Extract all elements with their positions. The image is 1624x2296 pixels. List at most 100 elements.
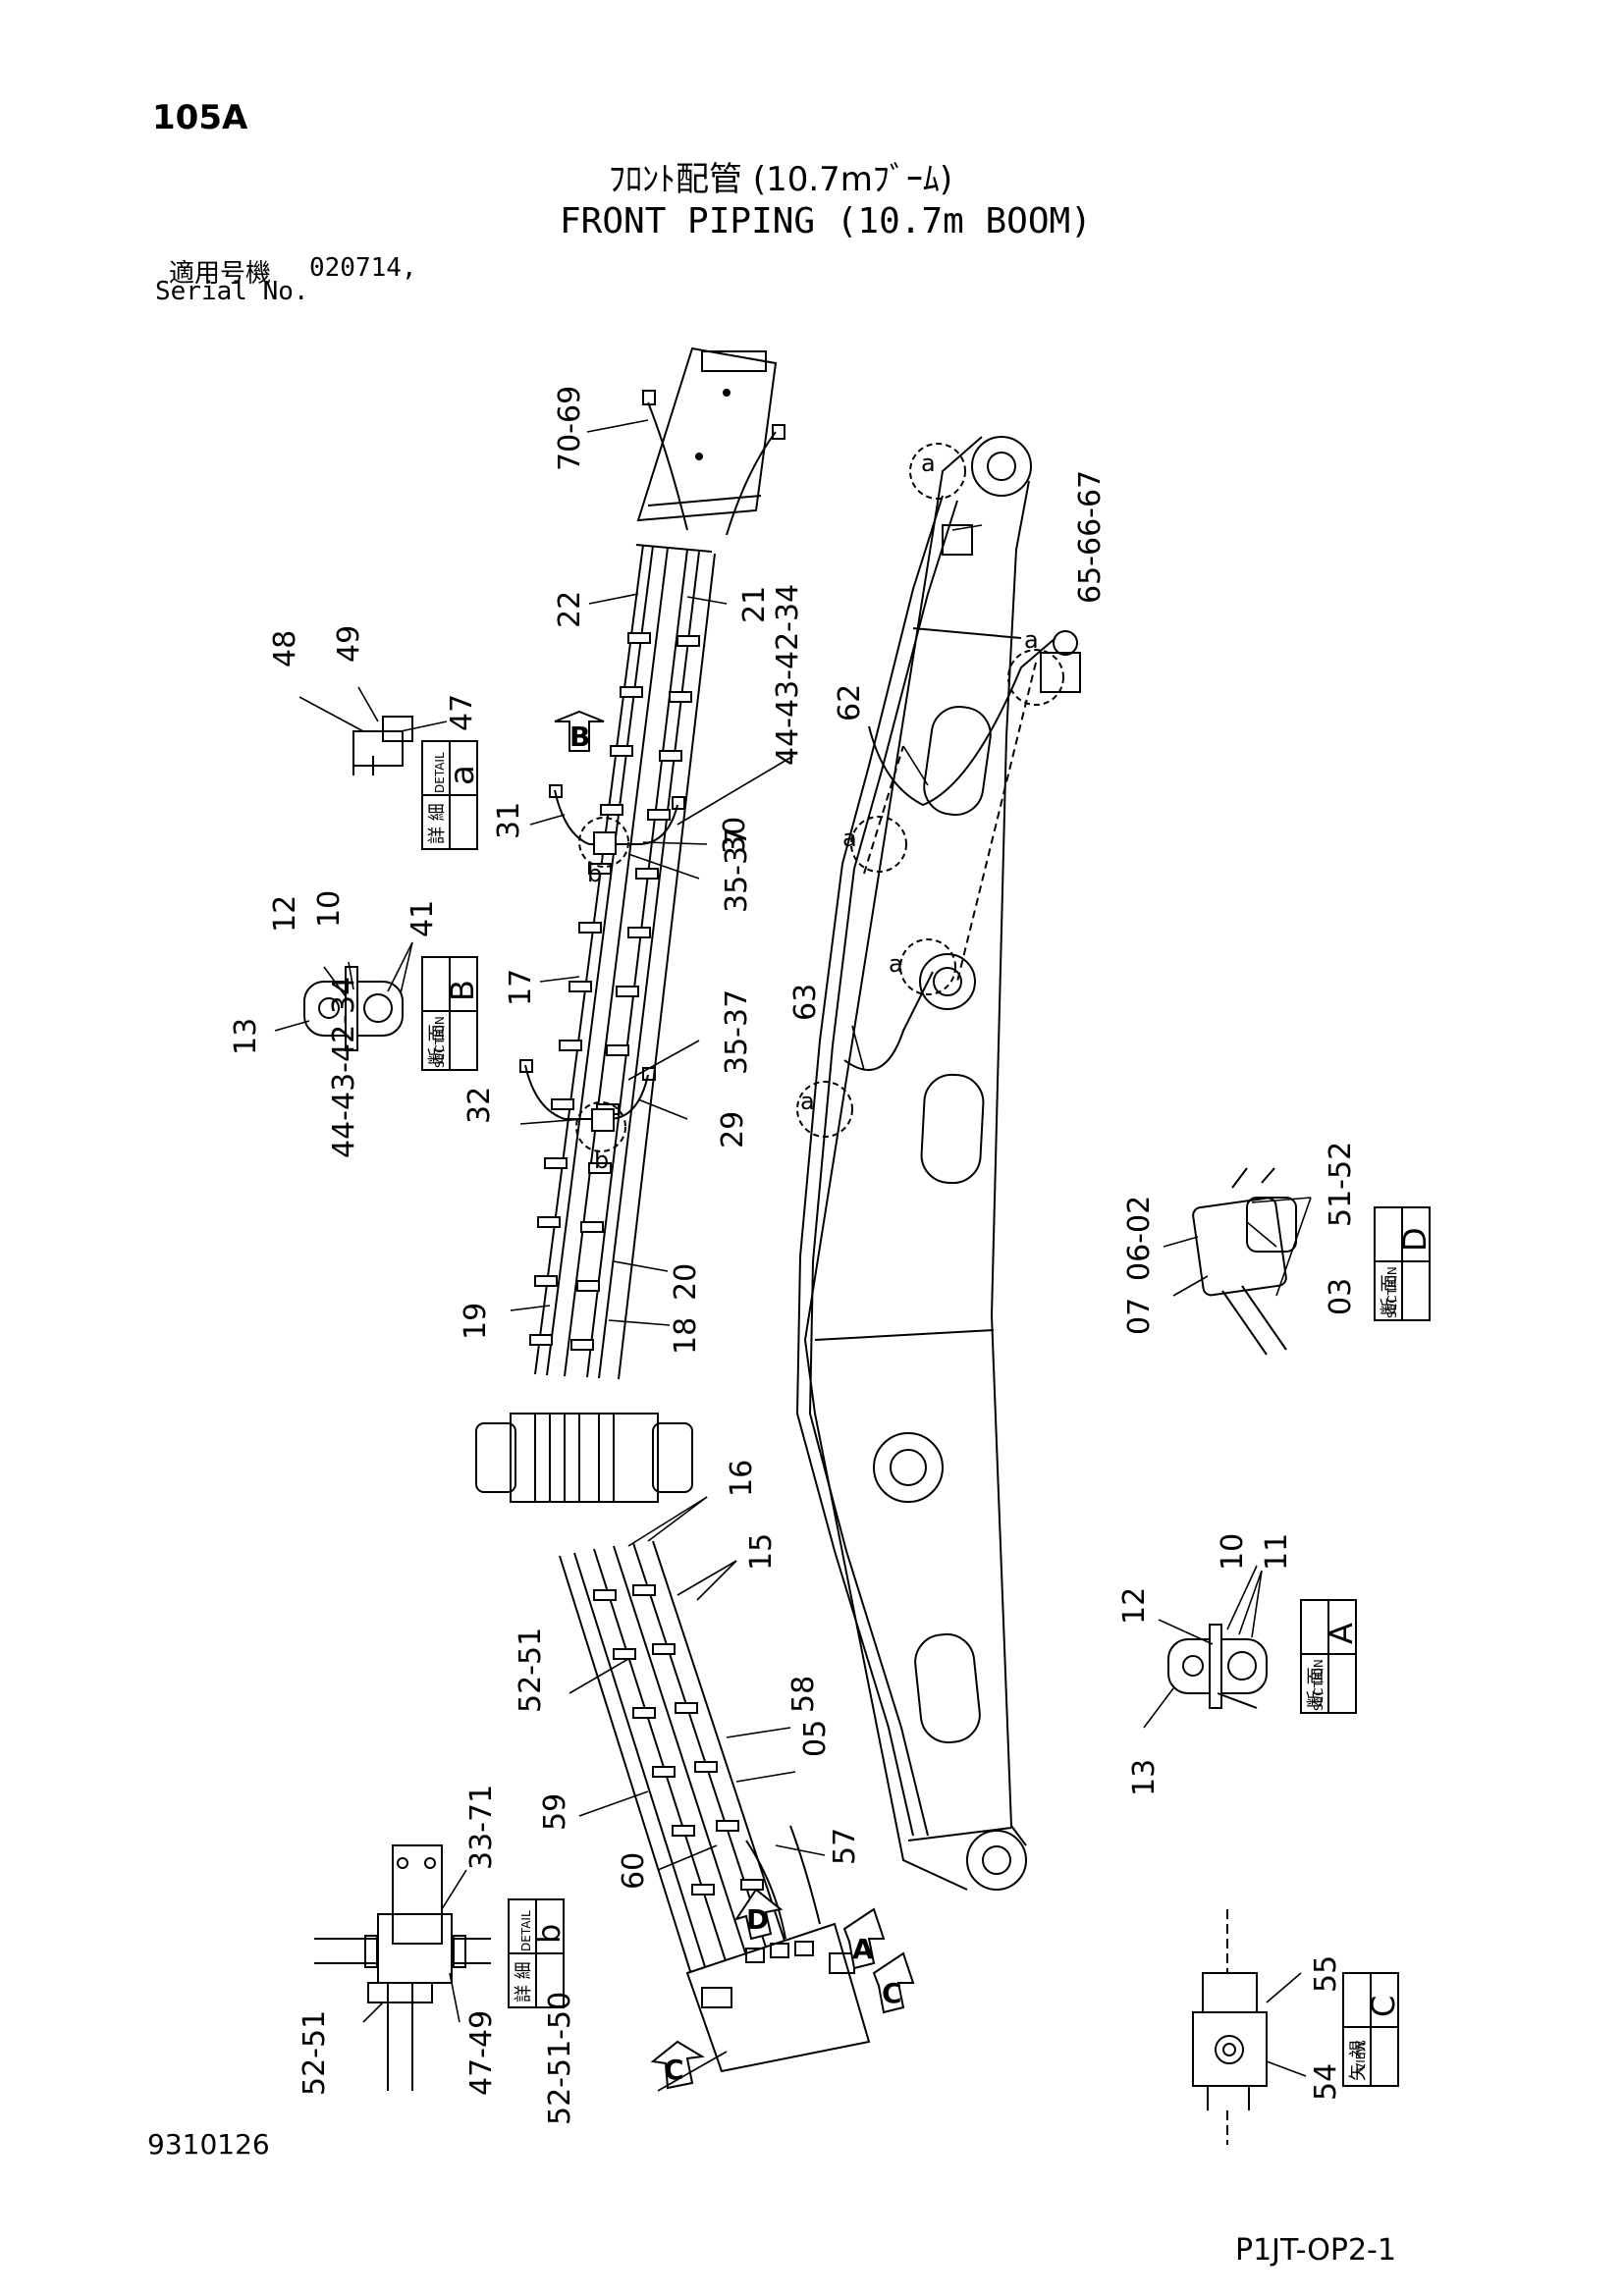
- callout-58: 58: [786, 1676, 821, 1713]
- svg-text:DETAIL: DETAIL: [433, 752, 447, 793]
- callout-57: 57: [828, 1828, 862, 1865]
- view-c-label: 矢 視 VIEW C: [1348, 1996, 1402, 2081]
- detail-b-label: 詳 細 DETAIL b: [514, 1910, 568, 2002]
- callout-54: 54: [1309, 2063, 1343, 2101]
- svg-text:A: A: [1323, 1623, 1360, 1644]
- boom-circle-markers: [796, 443, 1064, 1138]
- arrow-label-c2: C: [664, 2054, 684, 2086]
- section-d-label: 断 面 SECTION D: [1380, 1227, 1434, 1318]
- callout-13: 13: [229, 1018, 263, 1055]
- svg-text:D: D: [1396, 1227, 1434, 1252]
- callout-48: 48: [268, 630, 302, 667]
- section-d-inset: [1192, 1167, 1297, 1356]
- callout-60: 60: [617, 1852, 651, 1890]
- circle-marker-a4: a: [889, 950, 903, 978]
- callout-20: 20: [669, 1263, 703, 1301]
- callout-59: 59: [538, 1793, 572, 1831]
- callout-52-51-upper: 52-51: [514, 1628, 548, 1713]
- page-code: P1JT-OP2-1: [1235, 2233, 1396, 2268]
- lower-branch-tee: [519, 1059, 656, 1152]
- callout-16: 16: [725, 1460, 759, 1497]
- callout-44-43-42-34: 44-43-42-34: [771, 584, 805, 766]
- svg-text:詳 細: 詳 細: [514, 1961, 534, 2002]
- callout-63: 63: [788, 984, 823, 1021]
- callout-33-71: 33-71: [464, 1785, 499, 1870]
- callout-11: 11: [1260, 1533, 1294, 1571]
- callout-17: 17: [504, 969, 538, 1006]
- callout-labels: 70-69 22 21 48 49 47 44-43-42-34 31 30 3…: [229, 386, 1358, 2125]
- callout-03: 03: [1324, 1278, 1358, 1315]
- arrow-label-d: D: [746, 1903, 769, 1936]
- callout-07: 07: [1122, 1298, 1157, 1335]
- title-english: FRONT PIPING (10.7m BOOM): [560, 201, 1092, 241]
- svg-text:DETAIL: DETAIL: [519, 1910, 533, 1951]
- svg-text:矢 視: 矢 視: [1348, 2040, 1369, 2081]
- callout-31: 31: [492, 802, 526, 839]
- circle-marker-a1: a: [921, 450, 936, 477]
- circle-marker-b1: b: [587, 860, 602, 887]
- callout-62: 62: [833, 684, 867, 721]
- arrow-label-c1: C: [882, 1977, 902, 2009]
- callout-10: 10: [312, 890, 347, 928]
- svg-text:SECTION: SECTION: [433, 1016, 447, 1068]
- section-b-inset: [303, 966, 404, 1051]
- callout-18: 18: [669, 1317, 703, 1355]
- circle-marker-a5: a: [800, 1088, 815, 1115]
- callout-15: 15: [744, 1533, 779, 1571]
- svg-text:断 面: 断 面: [1306, 1667, 1326, 1708]
- callout-29: 29: [716, 1111, 750, 1148]
- title-japanese: ﾌﾛﾝﾄ配管 (10.7mﾌﾞｰﾑ): [609, 160, 953, 199]
- detail-a-label: 詳 細 DETAIL a: [427, 752, 482, 844]
- callout-52-51-50: 52-51-50: [543, 1992, 577, 2125]
- callout-55: 55: [1309, 1955, 1343, 1993]
- serial-label-english: Serial No.: [155, 277, 309, 306]
- callout-06-02: 06-02: [1122, 1196, 1157, 1281]
- svg-text:B: B: [444, 980, 481, 1001]
- callout-12: 12: [268, 895, 302, 933]
- callout-22: 22: [553, 591, 587, 628]
- callout-32: 32: [462, 1087, 497, 1124]
- svg-text:a: a: [443, 765, 482, 785]
- callout-30: 30: [718, 817, 752, 854]
- upper-pipe-clamps: [529, 632, 700, 1351]
- view-arrows: [554, 710, 915, 2090]
- svg-text:VIEW: VIEW: [1354, 2041, 1368, 2071]
- svg-text:詳 細: 詳 細: [427, 803, 448, 844]
- detail-a-inset: [352, 716, 413, 775]
- callout-21: 21: [737, 586, 772, 623]
- lower-pipe-clamps: [593, 1584, 764, 1896]
- callout-41: 41: [406, 900, 440, 937]
- detail-b-inset: [314, 1844, 491, 2091]
- callout-47: 47: [445, 694, 479, 731]
- circle-marker-a3: a: [842, 825, 857, 852]
- callout-12-section-a: 12: [1117, 1587, 1152, 1625]
- svg-text:SECTION: SECTION: [1312, 1659, 1326, 1711]
- section-a-inset: [1167, 1624, 1268, 1709]
- page-number: 105A: [152, 98, 248, 137]
- boom-foot-pin: [475, 1413, 693, 1503]
- callout-47-49: 47-49: [464, 2010, 499, 2096]
- callout-44-43-42-34-lower: 44-43-42-34: [327, 977, 361, 1158]
- svg-text:SECTION: SECTION: [1385, 1266, 1399, 1318]
- document-number: 9310126: [147, 2128, 270, 2161]
- serial-number-value: 020714,: [309, 253, 417, 283]
- arrow-label-b: B: [569, 721, 590, 753]
- upper-pipe-bundle: [534, 544, 716, 1380]
- section-a-label: 断 面 SECTION A: [1306, 1623, 1360, 1711]
- lower-pipe-bundle: [559, 1540, 871, 2073]
- svg-text:C: C: [1365, 1996, 1402, 2017]
- callout-35-37-upper: 35-37: [720, 828, 754, 913]
- svg-text:b: b: [530, 1924, 568, 1944]
- boom-outline: [803, 436, 1032, 1891]
- boom-top-end: [636, 347, 785, 536]
- circle-marker-b2: b: [594, 1147, 609, 1174]
- svg-text:断 面: 断 面: [427, 1024, 448, 1065]
- callout-70-69: 70-69: [553, 386, 587, 471]
- callout-51-52: 51-52: [1324, 1142, 1358, 1227]
- callout-19: 19: [459, 1303, 493, 1340]
- circle-marker-a2: a: [1024, 626, 1039, 654]
- arrow-label-a: A: [852, 1933, 874, 1965]
- callout-05: 05: [798, 1720, 833, 1757]
- section-b-label: 断 面 SECTION B: [427, 980, 481, 1068]
- boom-pipes: [795, 495, 1081, 1837]
